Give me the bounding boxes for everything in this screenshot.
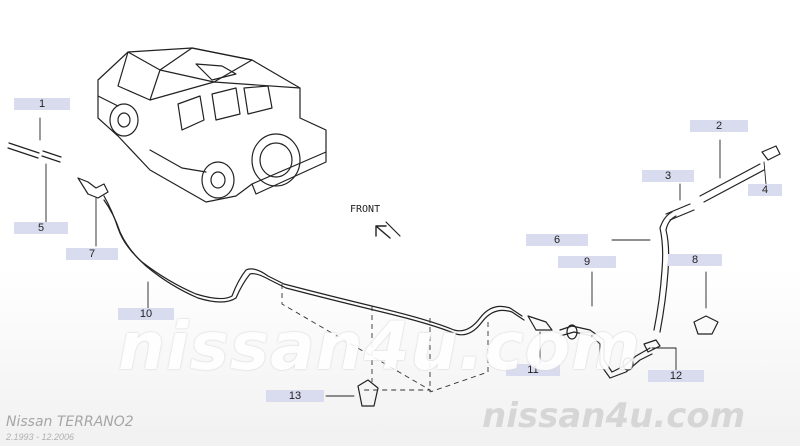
part-7-grommet xyxy=(77,177,109,199)
vehicle-name: Nissan TERRANO2 xyxy=(6,414,134,430)
callout-12: 12 xyxy=(648,370,704,382)
callout-5: 5 xyxy=(14,222,68,234)
vehicle-years: 2.1993 - 12.2006 xyxy=(6,432,75,442)
callout-9: 9 xyxy=(558,256,616,268)
part-9-joint xyxy=(559,325,651,373)
part-11-valve xyxy=(527,315,553,331)
watermark-main: nissan4u.com xyxy=(118,308,641,385)
callout-8: 8 xyxy=(668,254,722,266)
part-12-connector xyxy=(643,339,661,353)
part-13-clip xyxy=(357,379,379,407)
callout-10: 10 xyxy=(118,308,174,320)
callout-7: 7 xyxy=(66,248,118,260)
part-6-hose xyxy=(653,211,673,331)
callout-4: 4 xyxy=(748,184,782,196)
callout-1: 1 xyxy=(14,98,70,110)
part-1-hose xyxy=(7,142,40,159)
part-4-nozzle xyxy=(761,145,781,161)
callout-13: 13 xyxy=(266,390,324,402)
callout-2: 2 xyxy=(690,120,748,132)
watermark-corner: nissan4u.com xyxy=(482,396,746,436)
front-arrow xyxy=(375,225,391,239)
part-8-clip xyxy=(693,315,719,335)
front-label: FRONT xyxy=(350,204,381,215)
callout-6: 6 xyxy=(526,234,588,246)
callout-3: 3 xyxy=(642,170,694,182)
callout-11: 11 xyxy=(506,364,560,376)
part-5-connector xyxy=(41,150,62,163)
vehicle-illustration xyxy=(97,47,327,203)
part-3-connector xyxy=(665,203,695,221)
part-2-hose xyxy=(699,163,765,203)
